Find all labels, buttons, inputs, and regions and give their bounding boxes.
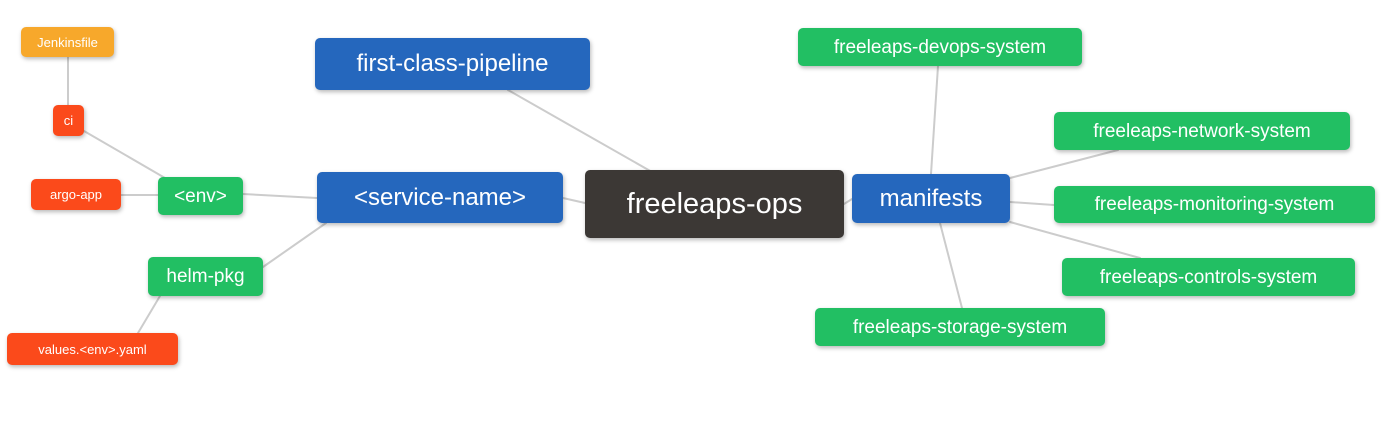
- edge-manifests-network: [1009, 149, 1119, 179]
- edge-helmpkg-servicename: [262, 222, 327, 268]
- edge-pipeline-root: [507, 89, 653, 173]
- edge-manifests-monitoring: [1009, 201, 1055, 206]
- node-env[interactable]: <env>: [158, 177, 243, 215]
- node-service-name[interactable]: <service-name>: [317, 172, 563, 223]
- node-first-class-pipeline[interactable]: first-class-pipeline: [315, 38, 590, 90]
- node-ci[interactable]: ci: [53, 105, 84, 136]
- edge-manifests-storage: [939, 222, 963, 309]
- node-monitoring-system[interactable]: freeleaps-monitoring-system: [1054, 186, 1375, 223]
- node-helm-pkg[interactable]: helm-pkg: [148, 257, 263, 296]
- node-controls-system[interactable]: freeleaps-controls-system: [1062, 258, 1355, 296]
- edge-env-servicename: [242, 193, 318, 199]
- edge-manifests-devops: [930, 65, 939, 175]
- node-values-env-yaml[interactable]: values.<env>.yaml: [7, 333, 178, 365]
- edge-values-helmpkg: [137, 295, 161, 334]
- edge-manifests-controls: [1009, 221, 1141, 259]
- edge-root-manifests: [843, 198, 853, 205]
- node-network-system[interactable]: freeleaps-network-system: [1054, 112, 1350, 150]
- node-storage-system[interactable]: freeleaps-storage-system: [815, 308, 1105, 346]
- node-devops-system[interactable]: freeleaps-devops-system: [798, 28, 1082, 66]
- node-root-freeleaps-ops[interactable]: freeleaps-ops: [585, 170, 844, 238]
- node-argo-app[interactable]: argo-app: [31, 179, 121, 210]
- edge-ci-env: [83, 130, 166, 179]
- edge-servicename-root: [562, 197, 586, 204]
- node-manifests[interactable]: manifests: [852, 174, 1010, 223]
- node-jenkinsfile[interactable]: Jenkinsfile: [21, 27, 114, 57]
